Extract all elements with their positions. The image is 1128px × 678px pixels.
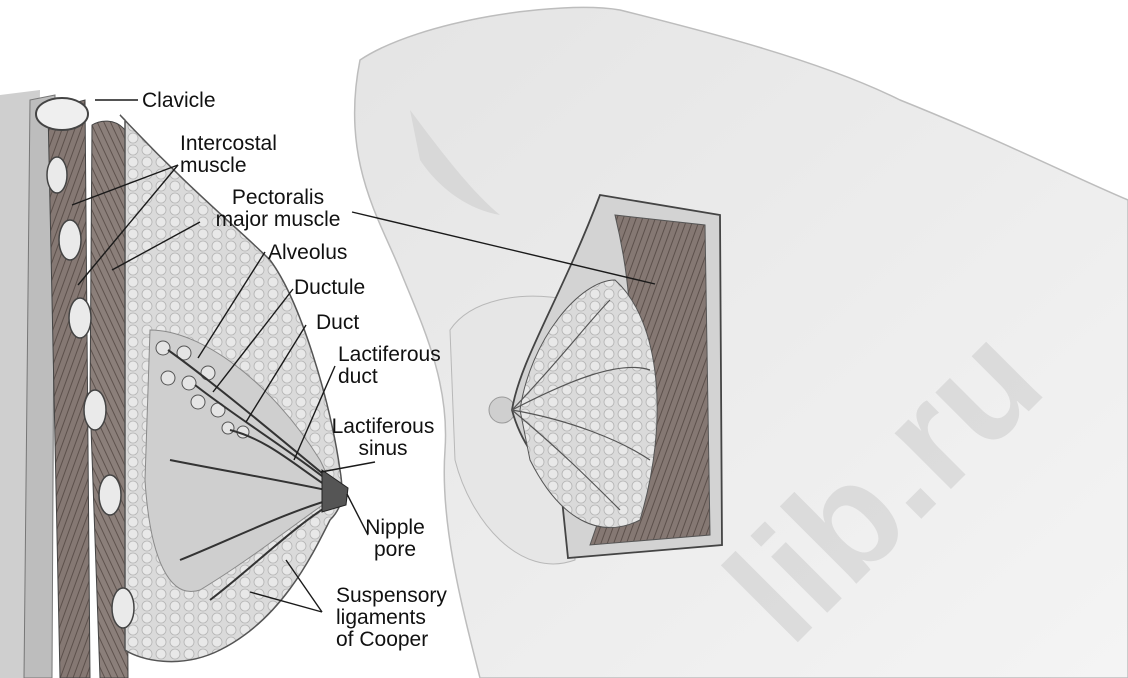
label-ductule: Ductule	[294, 276, 365, 299]
clavicle-bone	[36, 98, 88, 130]
anterior-view	[355, 7, 1128, 678]
label-clavicle: Clavicle	[142, 89, 216, 112]
label-alveolus: Alveolus	[268, 241, 347, 264]
label-suspensory-line1: Suspensory	[336, 584, 447, 607]
label-nipple-pore-line1: Nipple	[360, 516, 430, 539]
label-suspensory-line3: of Cooper	[336, 628, 428, 651]
label-intercostal-line2: muscle	[180, 154, 247, 177]
label-lactiferous-sinus-line1: Lactiferous	[322, 415, 444, 438]
sagittal-section	[0, 90, 348, 678]
label-pectoralis-line1: Pectoralis	[208, 186, 348, 209]
label-suspensory-line2: ligaments	[336, 606, 426, 629]
label-lactiferous-duct-line2: duct	[338, 365, 378, 388]
label-lactiferous-sinus-line2: sinus	[322, 437, 444, 460]
label-lactiferous-duct-line1: Lactiferous	[338, 343, 441, 366]
label-intercostal-line1: Intercostal	[180, 132, 277, 155]
label-pectoralis-line2: major muscle	[208, 208, 348, 231]
label-duct: Duct	[316, 311, 359, 334]
label-nipple-pore-line2: pore	[360, 538, 430, 561]
